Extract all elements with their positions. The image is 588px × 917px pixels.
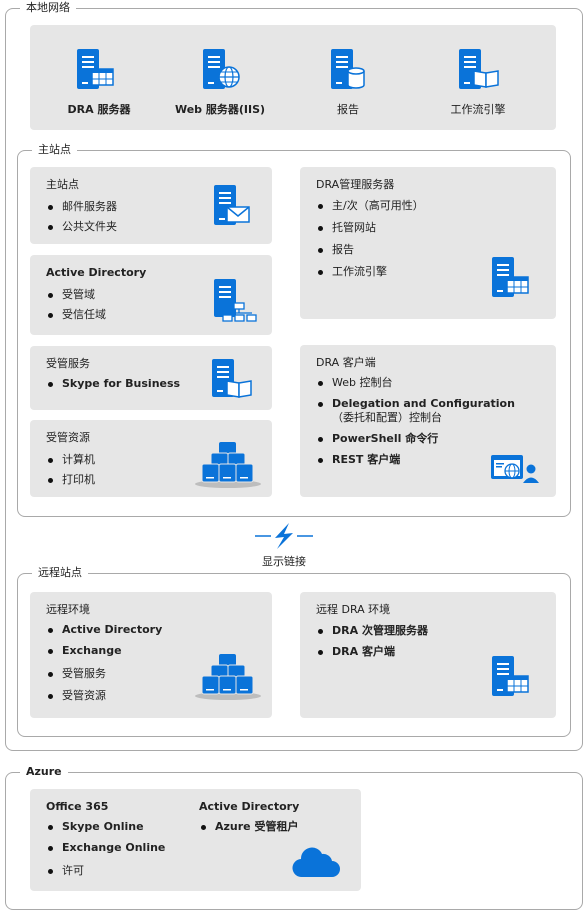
- list-item: 主/次（高可用性）: [316, 199, 424, 213]
- link-label: 显示链接: [262, 555, 306, 568]
- list-item-text: REST 客户端: [332, 453, 401, 466]
- azure-label: Azure: [20, 765, 68, 779]
- azure-active-directory-list: Azure 受管租户: [199, 820, 298, 834]
- list-item: Exchange: [46, 644, 162, 658]
- azure-panel: Office 365 Skype Online Exchange Online …: [30, 789, 361, 891]
- list-item-text: Azure 受管租户: [215, 820, 299, 833]
- server-mail-icon: [214, 185, 250, 225]
- main-site-title: 主站点: [46, 178, 79, 191]
- server-sheet-icon: [77, 49, 114, 89]
- reports-label: 报告: [337, 103, 359, 116]
- managed-resources-list: 计算机 打印机: [46, 453, 95, 487]
- dra-admin-server-title: DRA管理服务器: [316, 178, 395, 191]
- list-item-subtext: （委托和配置）控制台: [332, 411, 442, 424]
- local-servers-panel: DRA 服务器 Web 服务器(IIS) 报告 工作流引擎: [30, 25, 556, 130]
- server-database-icon: [331, 49, 365, 89]
- web-server-label: Web 服务器(IIS): [174, 103, 266, 116]
- list-item-text: Web 控制台: [332, 376, 393, 389]
- list-item: 受管域: [46, 288, 106, 302]
- list-item: Skype for Business: [46, 377, 180, 391]
- device-stack-icon: [195, 654, 261, 700]
- list-item: Skype Online: [46, 820, 165, 834]
- active-directory-panel: Active Directory 受管域 受信任域: [30, 255, 272, 335]
- local-network-label: 本地网络: [20, 1, 76, 15]
- workflow-engine-label: 工作流引擎: [450, 103, 506, 116]
- list-item: 受信任域: [46, 308, 106, 322]
- list-item: Azure 受管租户: [199, 820, 298, 834]
- managed-services-list: Skype for Business: [46, 377, 180, 391]
- list-item: Delegation and Configuration（委托和配置）控制台: [316, 397, 515, 425]
- device-stack-icon: [195, 442, 261, 488]
- managed-resources-title: 受管资源: [46, 431, 90, 444]
- list-item-text: Delegation and Configuration: [332, 397, 515, 410]
- list-item: 受管资源: [46, 689, 162, 703]
- server-sheet-icon: [492, 656, 529, 696]
- list-item: PowerShell 命令行: [316, 432, 515, 446]
- dra-admin-server-panel: DRA管理服务器 主/次（高可用性） 托管网站 报告 工作流引擎: [300, 167, 556, 319]
- lightning-link-icon: [255, 523, 313, 549]
- primary-site-group: 主站点: [17, 143, 571, 517]
- managed-services-title: 受管服务: [46, 357, 90, 370]
- azure-group: Azure: [5, 765, 583, 910]
- list-item: 工作流引擎: [316, 265, 424, 279]
- dra-client-list: Web 控制台 Delegation and Configuration（委托和…: [316, 376, 515, 467]
- server-book-icon: [212, 359, 252, 398]
- remote-dra-environment-panel: 远程 DRA 环境 DRA 次管理服务器 DRA 客户端: [300, 592, 556, 718]
- local-network-group: 本地网络: [5, 1, 583, 751]
- list-item: Exchange Online: [46, 841, 165, 855]
- remote-site-group: 远程站点: [17, 566, 571, 737]
- list-item: 公共文件夹: [46, 220, 117, 234]
- list-item: 托管网站: [316, 221, 424, 235]
- list-item: 许可: [46, 864, 165, 878]
- remote-environment-list: Active Directory Exchange 受管服务 受管资源: [46, 623, 162, 703]
- list-item: 邮件服务器: [46, 200, 117, 214]
- list-item: 计算机: [46, 453, 95, 467]
- active-directory-list: 受管域 受信任域: [46, 288, 106, 322]
- list-item: 受管服务: [46, 667, 162, 681]
- remote-environment-panel: 远程环境 Active Directory Exchange 受管服务 受管资源: [30, 592, 272, 718]
- dra-server-label: DRA 服务器: [67, 103, 131, 116]
- remote-dra-environment-title: 远程 DRA 环境: [316, 603, 391, 616]
- list-item: DRA 客户端: [316, 645, 428, 659]
- dra-admin-server-list: 主/次（高可用性） 托管网站 报告 工作流引擎: [316, 199, 424, 279]
- server-book-icon: [459, 49, 499, 89]
- azure-active-directory-title: Active Directory: [199, 800, 300, 813]
- remote-site-label: 远程站点: [32, 566, 88, 580]
- active-directory-title: Active Directory: [46, 266, 147, 279]
- list-item: DRA 次管理服务器: [316, 624, 428, 638]
- server-network-icon: [214, 279, 257, 322]
- list-item: 打印机: [46, 473, 95, 487]
- managed-resources-panel: 受管资源 计算机 打印机: [30, 420, 272, 497]
- main-site-panel: 主站点 邮件服务器 公共文件夹: [30, 167, 272, 244]
- list-item: Web 控制台: [316, 376, 515, 390]
- office-365-list: Skype Online Exchange Online 许可: [46, 820, 165, 878]
- dra-client-title: DRA 客户端: [316, 356, 376, 369]
- primary-site-label: 主站点: [32, 143, 77, 157]
- list-item-text: PowerShell 命令行: [332, 432, 439, 445]
- list-item: Active Directory: [46, 623, 162, 637]
- server-globe-icon: [203, 49, 240, 89]
- list-item: 报告: [316, 243, 424, 257]
- office-365-title: Office 365: [46, 800, 109, 813]
- main-site-list: 邮件服务器 公共文件夹: [46, 200, 117, 234]
- remote-environment-title: 远程环境: [46, 603, 90, 616]
- cloud-icon: [292, 847, 340, 878]
- managed-services-panel: 受管服务 Skype for Business: [30, 346, 272, 410]
- server-sheet-icon: [492, 257, 529, 297]
- dra-client-panel: DRA 客户端 Web 控制台 Delegation and Configura…: [300, 345, 556, 497]
- list-item: REST 客户端: [316, 453, 515, 467]
- remote-dra-environment-list: DRA 次管理服务器 DRA 客户端: [316, 624, 428, 659]
- browser-user-icon: [491, 455, 539, 483]
